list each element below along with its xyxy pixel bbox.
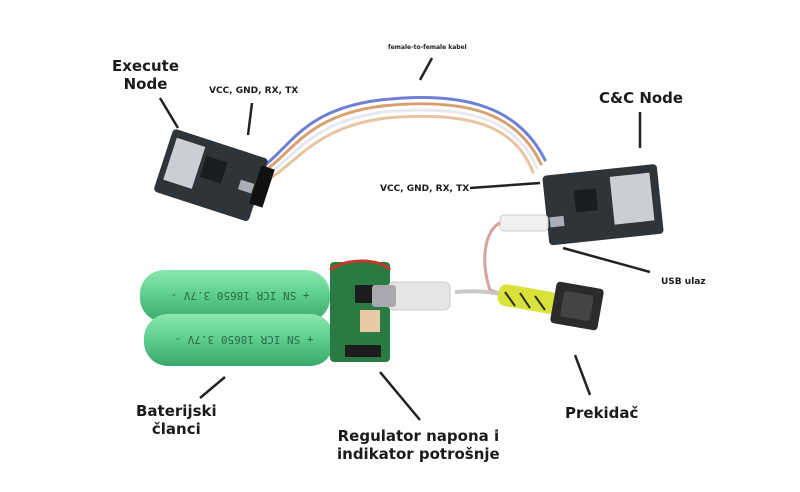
- battery-print-bottom: + SN ICR 18650 3.7V -: [174, 333, 313, 346]
- female-to-female-cable: [258, 98, 545, 186]
- label-cable: female-to-female kabel: [388, 44, 467, 51]
- cc-node-board: [542, 164, 664, 246]
- power-switch: [497, 281, 605, 331]
- battery-cells: + SN ICR 18650 3.7V - + SN ICR 18650 3.7…: [140, 270, 334, 366]
- battery-print-top: + SN ICR 18650 3.7V -: [170, 289, 309, 302]
- label-usb-input: USB ulaz: [661, 277, 706, 288]
- regulator-board: [330, 262, 450, 362]
- label-battery-cells: Baterijski članci: [136, 402, 217, 438]
- label-execute-node: Execute Node: [112, 57, 179, 93]
- label-regulator: Regulator napona i indikator potrošnje: [337, 427, 500, 463]
- label-pins-right: VCC, GND, RX, TX: [380, 184, 469, 195]
- label-pins-left: VCC, GND, RX, TX: [209, 86, 298, 97]
- execute-node-board: [153, 128, 277, 224]
- label-cc-node: C&C Node: [599, 89, 683, 107]
- label-switch: Prekidač: [565, 404, 638, 422]
